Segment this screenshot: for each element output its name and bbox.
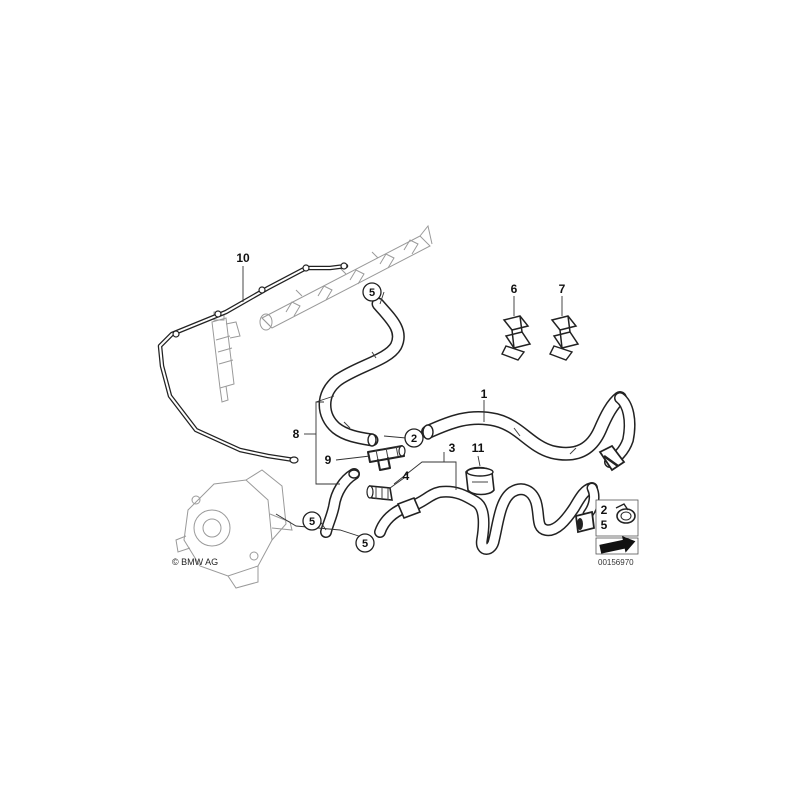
legend-number-2: 2 [601, 503, 608, 517]
circled-callout-2: 2 [404, 428, 424, 448]
callout-11: 11 [472, 441, 485, 455]
circled-callout-5-bottom: 5 [355, 533, 375, 553]
return-hose-lower [320, 468, 360, 538]
circled-callouts: 5 2 5 5 [302, 282, 424, 553]
injector [211, 311, 241, 403]
fuel-hose-main [421, 391, 636, 472]
svg-text:5: 5 [362, 538, 368, 550]
fuel-rail [259, 224, 433, 331]
legend-number-5: 5 [601, 518, 608, 532]
high-pressure-pump [175, 469, 293, 589]
hose-cap [465, 466, 495, 496]
return-hose-upper [318, 297, 405, 447]
clip-6 [501, 315, 532, 361]
leader-lines [242, 266, 563, 542]
svg-text:5: 5 [369, 287, 375, 299]
legend-box: 2 5 00156970 [595, 499, 639, 567]
fuel-hose-lower [374, 482, 600, 555]
reference-id: 00156970 [598, 558, 634, 567]
callout-3: 3 [449, 441, 456, 455]
svg-text:2: 2 [411, 433, 417, 445]
callout-10: 10 [236, 251, 250, 265]
hose-clamp-icon [615, 503, 636, 524]
callout-4: 4 [403, 469, 410, 483]
copyright-label: © BMW AG [172, 557, 218, 567]
clip-7 [549, 315, 580, 361]
check-valve [366, 485, 393, 501]
callout-6: 6 [511, 282, 518, 296]
circled-callout-5-mid: 5 [302, 511, 322, 531]
callout-7: 7 [559, 282, 566, 296]
leakoff-line [157, 262, 349, 464]
callout-8: 8 [293, 427, 300, 441]
callout-1: 1 [481, 387, 488, 401]
svg-text:5: 5 [309, 516, 315, 528]
circled-callout-5-top: 5 [362, 282, 382, 302]
callout-9: 9 [325, 453, 332, 467]
arrow-icon [599, 535, 636, 554]
callout-labels: 10 1 6 7 8 9 3 11 4 [236, 251, 565, 483]
t-connector [367, 445, 406, 471]
